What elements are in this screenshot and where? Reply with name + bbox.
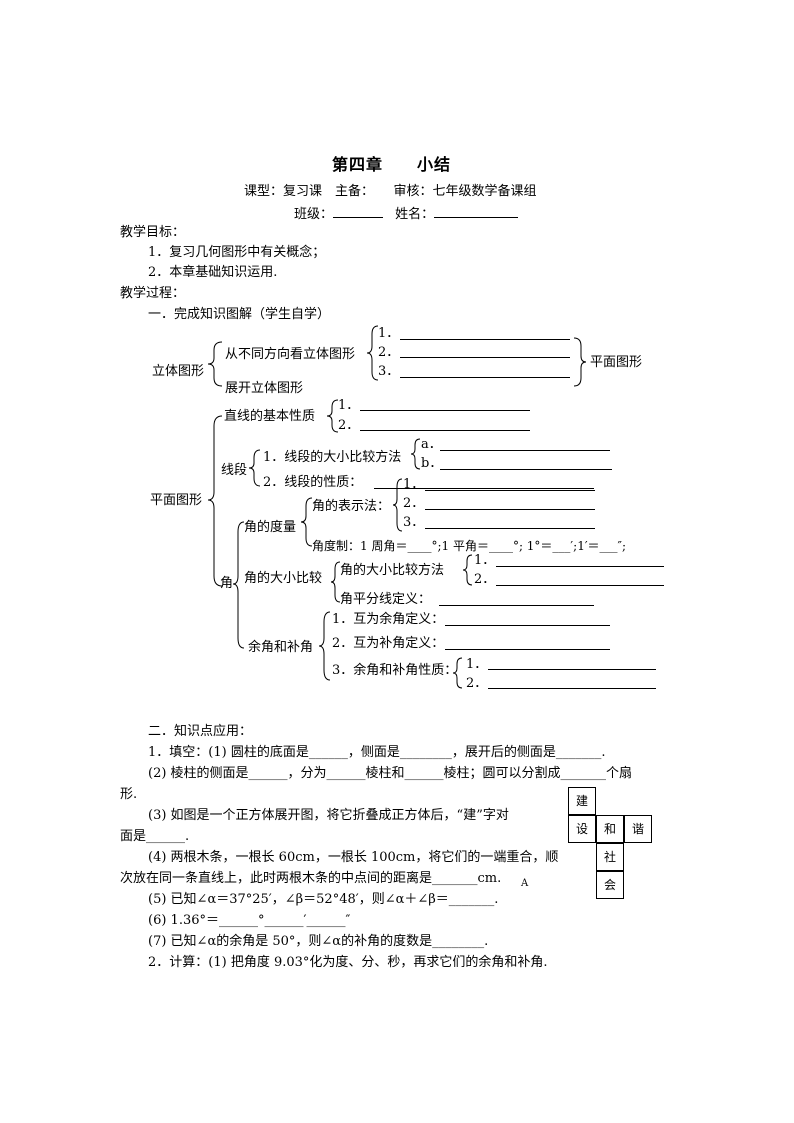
q7: (7) 已知∠α的余角是 50°，则∠α的补角的度数是________. [148,934,489,949]
answer-blank[interactable] [496,585,664,586]
answer-blank[interactable] [425,490,595,491]
q4-continued: 次放在同一条直线上，此时两根木条的中点间的距离是_______cm. [120,871,502,886]
calc: 2．计算：(1) 把角度 9.03°化为度、分、秒，再求它们的余角和补角. [148,955,548,970]
goal-item: 2．本章基础知识运用. [148,265,278,280]
solid-brace [207,341,223,387]
class-label: 班级： [294,207,334,222]
cube-face: 建 [568,787,596,815]
line-basic: 直线的基本性质 [224,409,316,424]
compare-num: 2． [474,572,496,587]
meta-line: 课型：复习课 主备： 审核：七年级数学备课组 [244,184,537,199]
line-brace [326,399,339,433]
class-field: 班级： 姓名： [294,205,519,223]
compare-method: 角的大小比较方法 [340,563,445,578]
q3-continued: 面是______. [120,829,190,844]
answer-blank[interactable] [440,469,612,470]
notation-num: 2． [403,496,425,511]
answer-blank[interactable] [425,528,595,529]
page-title: 第四章 小结 [332,155,452,174]
answer-blank[interactable] [400,339,570,340]
cs-property: 3．余角和补角性质： [332,663,458,678]
q3: (3) 如图是一个正方体展开图，将它折叠成正方体后，“建”字对 [148,808,509,823]
cube-face: 谐 [624,815,652,843]
cube-face: 社 [596,843,624,871]
seg-compare: 1．线段的大小比较方法 [263,450,402,465]
goal-item: 1．复习几何图形中有关概念； [148,245,326,260]
cube-face: 设 [568,815,596,843]
goals-heading: 教学目标： [120,225,186,240]
compare-brace [330,561,341,603]
answer-blank[interactable] [440,450,610,451]
seg-ab: b． [421,456,443,471]
segment-brace [248,449,261,487]
compare-num: 1． [474,553,496,568]
cube-face: 和 [596,815,624,843]
comp-def: 1．互为余角定义： [332,612,445,627]
cs-num: 2． [466,676,488,691]
process-heading: 教学过程： [120,286,186,301]
degree-system: 角度制：1 周角＝____°;1 平角＝____°; 1°＝___′;1′＝__… [312,539,627,553]
answer-blank[interactable] [445,625,610,626]
answer-blank[interactable] [488,688,656,689]
comp-supp: 余角和补角 [248,640,314,655]
solid-result-brace [573,337,587,387]
answer-blank[interactable] [360,410,530,411]
q2: (2) 棱柱的侧面是______，分为______棱柱和______棱柱；圆可以… [148,766,633,781]
bisector: 角平分线定义： [340,592,432,607]
answer-blank[interactable] [439,605,594,606]
line-num: 1． [338,398,360,413]
answer-blank[interactable] [445,649,610,650]
cs-property-brace [452,657,463,689]
part1-title: 一．完成知识图解（学生自学） [148,307,331,322]
angle-measure: 角的度量 [244,520,297,535]
q6: (6) 1.36°＝______°______′______″ [148,913,351,928]
q5: (5) 已知∠α＝37°25′，∠β＝52°48′，则∠α＋∠β＝_______… [148,892,499,907]
q4: (4) 两根木条，一根长 60cm，一根长 100cm，将它们的一端重合，顺 [148,850,559,865]
solid-num: 1． [378,326,400,341]
angle-brace [232,521,245,649]
answer-blank[interactable] [400,357,570,358]
notation-num: 1． [403,477,425,492]
part2-title: 二．知识点应用： [148,724,253,739]
solid-num: 3． [378,364,400,379]
angle-compare: 角的大小比较 [244,571,323,586]
seg-ab: a． [421,437,442,452]
angle: 角 [220,576,234,591]
name-blank[interactable] [434,205,519,218]
answer-blank[interactable] [488,669,656,670]
answer-blank[interactable] [360,430,530,431]
answer-blank[interactable] [400,377,570,378]
class-blank[interactable] [333,205,384,218]
name-label: 姓名： [395,207,435,222]
q2-continued: 形. [120,787,138,802]
seg-compare-brace [410,438,421,470]
segment: 线段 [221,463,248,478]
notation-num: 3． [403,515,425,530]
notation: 角的表示法： [312,499,391,514]
solid-view: 从不同方向看立体图形 [225,347,356,362]
solid-result: 平面图形 [590,355,643,370]
measure-brace [300,497,313,547]
q4-mark: A [521,878,529,889]
q1: 1．填空：(1) 圆柱的底面是______，侧面是________，展开后的侧面… [148,745,606,760]
plane-brace [207,415,223,587]
solid-root: 立体图形 [152,364,205,379]
compare-method-brace [462,554,473,586]
answer-blank[interactable] [496,566,664,567]
plane-root: 平面图形 [150,493,203,508]
answer-blank[interactable] [425,509,595,510]
solid-num: 2． [378,345,400,360]
supp-def: 2．互为补角定义： [332,636,445,651]
cs-brace [318,611,331,681]
solid-view-brace [366,325,379,381]
notation-brace [392,478,403,532]
seg-property: 2．线段的性质： [263,475,363,490]
answer-blank[interactable] [374,488,594,489]
solid-unfold: 展开立体图形 [225,381,304,396]
cs-num: 1． [466,657,488,672]
line-num: 2． [338,418,360,433]
cube-face: 会 [596,871,624,899]
